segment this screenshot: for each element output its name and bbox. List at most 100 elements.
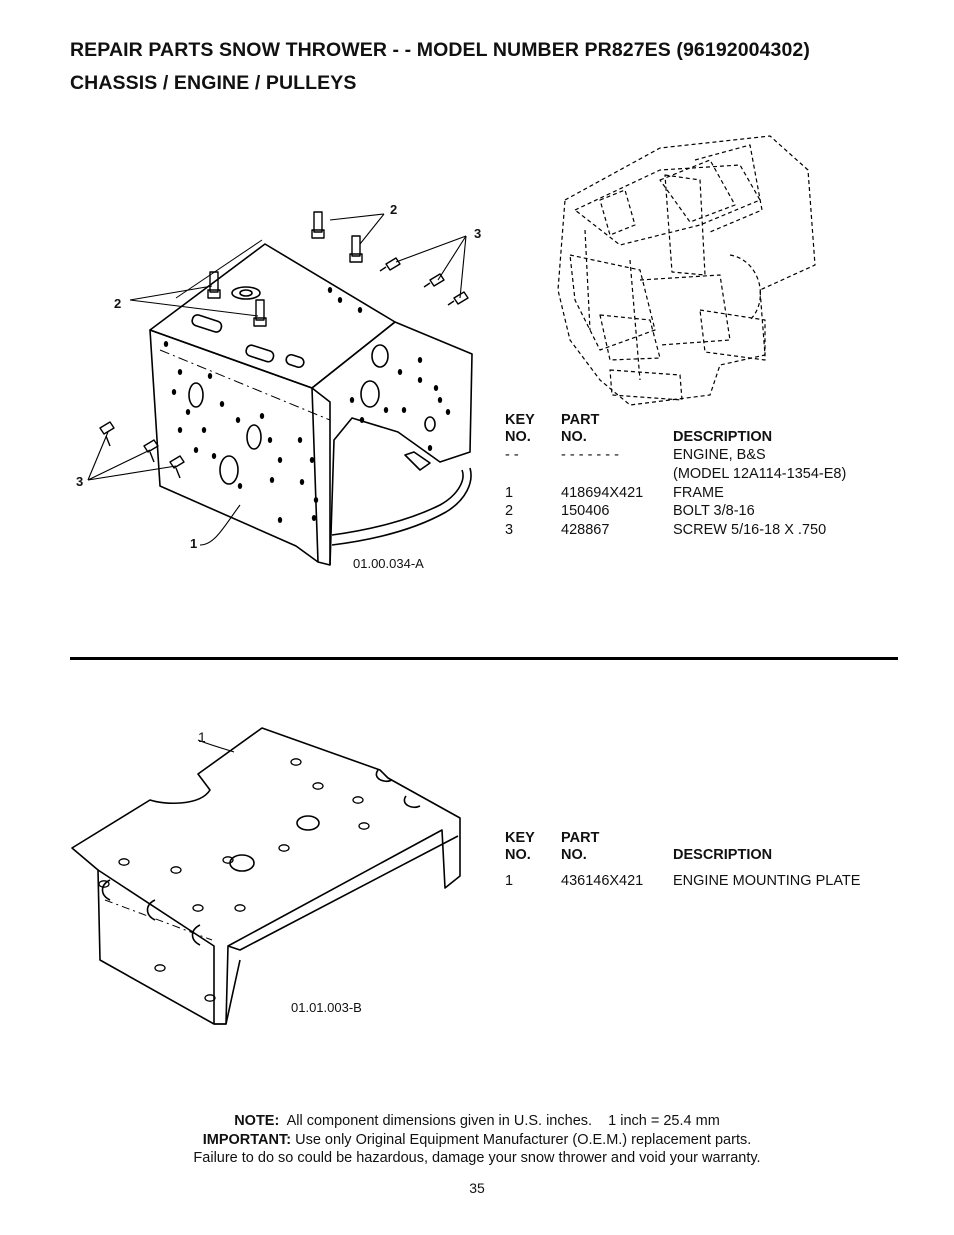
key-header-bottom: NO. [505,847,531,863]
plate-hole [222,856,234,864]
frame-hole [433,385,439,391]
plate-hole [192,904,204,912]
frame-hole [177,369,183,375]
part-header-top: PART [561,830,600,846]
frame-hole [277,457,283,463]
frame-hole [337,297,343,303]
frame-hole [299,479,305,485]
description-header: DESCRIPTION [673,847,773,863]
frame-hole [313,497,319,503]
plate-hole [358,822,370,830]
description-header: DESCRIPTION [673,429,773,445]
plate-hole [118,858,130,866]
plate-holes [98,758,370,1002]
frame-hole [401,407,407,413]
row-key: 3 [505,522,514,538]
frame-holes [163,287,451,523]
part-header-bottom: NO. [561,429,587,445]
important-line: IMPORTANT: Use only Original Equipment M… [0,1131,954,1150]
plate-hole [204,994,216,1002]
frame-hole [311,515,317,521]
row-desc: ENGINE, B&S [673,447,766,463]
row-part: 150406 [561,503,610,519]
warning-line: Failure to do so could be hazardous, dam… [193,1150,761,1166]
row-desc: FRAME [673,485,724,501]
frame-hole [359,417,365,423]
plate-hole [170,866,182,874]
important-label: IMPORTANT: [202,1131,292,1148]
part-header-bottom: NO. [561,847,587,863]
figure-id-2: 01.01.003-B [291,1000,362,1015]
frame-hole [427,445,433,451]
frame-hole [383,407,389,413]
plate-hole [234,904,246,912]
frame-hole [437,397,443,403]
engine-drawing [557,135,816,406]
frame-hole [349,397,355,403]
row-desc: ENGINE MOUNTING PLATE [673,873,861,889]
frame-hole [445,409,451,415]
frame-hole [163,341,169,347]
frame-hole [309,457,315,463]
row-desc: (MODEL 12A114-1354-E8) [673,466,847,482]
row-key: - - [505,447,519,463]
note-line: NOTE: All component dimensions given in … [0,1112,954,1131]
frame-hole [235,417,241,423]
figure-id-1: 01.00.034-A [353,556,424,571]
callout-2-top: 2 [390,202,398,217]
frame-hole [297,437,303,443]
plate-hole [278,844,290,852]
frame-hole [357,307,363,313]
section-title: CHASSIS / ENGINE / PULLEYS [70,72,357,94]
plate-hole [352,796,364,804]
frame-hole [193,447,199,453]
plate-hole [98,880,110,888]
callout-3-top: 3 [474,226,482,241]
row-key: 1 [505,485,514,501]
frame-hole [259,413,265,419]
key-header-top: KEY [505,412,535,428]
row-desc: BOLT 3/8-16 [673,503,755,519]
leader-lines [87,213,467,546]
page-number: 35 [469,1180,485,1196]
frame-hole [201,427,207,433]
frame-hole [327,287,333,293]
page-title: REPAIR PARTS SNOW THROWER - - MODEL NUMB… [70,39,810,61]
frame-hole [417,357,423,363]
mounting-plate-drawing [71,727,461,1025]
key-header-top: KEY [505,830,535,846]
callout-3-left: 3 [76,474,84,489]
row-part: 436146X421 [561,873,644,889]
frame-hole [185,409,191,415]
frame-hole [211,453,217,459]
part-header-top: PART [561,412,600,428]
note-text: All component dimensions given in U.S. i… [279,1113,720,1129]
row-part: 418694X421 [561,485,644,501]
frame-hole [171,389,177,395]
frame-hole [237,483,243,489]
row-key: 2 [505,503,514,519]
section-divider [70,657,898,660]
row-part: 428867 [561,522,610,538]
callout-1: 1 [190,536,198,551]
frame-drawing [149,239,473,566]
frame-hole [277,517,283,523]
bolt-fasteners [99,211,469,479]
plate-hole [312,782,324,790]
key-header-bottom: NO. [505,429,531,445]
footer-notes: NOTE: All component dimensions given in … [0,1112,954,1168]
note-label: NOTE: [234,1113,280,1129]
frame-hole [397,369,403,375]
callout-2-left: 2 [114,296,122,311]
row-key: 1 [505,873,514,889]
frame-hole [219,401,225,407]
plate-hole [154,964,166,972]
frame-hole [177,427,183,433]
frame-hole [417,377,423,383]
frame-hole [267,437,273,443]
row-desc: SCREW 5/16-18 X .750 [673,522,827,538]
plate-hole [290,758,302,766]
frame-hole [207,373,213,379]
frame-hole [269,477,275,483]
row-part: - - - - - - - [561,447,619,463]
